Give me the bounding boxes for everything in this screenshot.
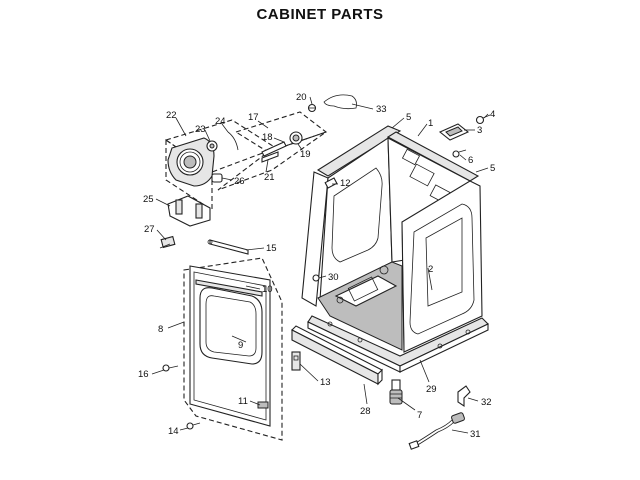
callout-n19: 19	[300, 149, 311, 160]
callout-n4: 4	[490, 109, 495, 120]
callout-n27: 27	[144, 224, 155, 235]
toe-panel-part	[291, 325, 383, 386]
callout-n28: 28	[360, 406, 371, 417]
front-panel-part	[183, 257, 283, 441]
callout-n33: 33	[376, 104, 387, 115]
callout-n32: 32	[481, 397, 492, 408]
leader-lines	[151, 96, 489, 434]
small-parts	[159, 177, 471, 450]
callout-n22: 22	[166, 110, 177, 121]
callout-n9: 9	[238, 340, 243, 351]
callout-n23: 23	[195, 124, 206, 135]
callout-n3: 3	[477, 125, 482, 136]
motor-assembly-part	[164, 119, 278, 227]
callout-n12: 12	[340, 178, 351, 189]
callout-n29: 29	[426, 384, 437, 395]
callout-n26: 26	[234, 176, 245, 187]
callout-n31: 31	[470, 429, 481, 440]
base-part	[307, 315, 489, 373]
page-title: CABINET PARTS	[256, 6, 384, 23]
callout-n13: 13	[320, 377, 331, 388]
callout-n2: 2	[428, 264, 433, 275]
callout-n10: 10	[262, 284, 273, 295]
callout-n8: 8	[158, 324, 163, 335]
callout-n21: 21	[264, 172, 275, 183]
callout-n15: 15	[266, 243, 277, 254]
callout-n11: 11	[238, 396, 248, 407]
callout-n17: 17	[248, 112, 259, 123]
callout-n1: 1	[428, 118, 433, 129]
callout-n30: 30	[328, 272, 339, 283]
callout-n6: 6	[468, 155, 473, 166]
callout-n18: 18	[262, 132, 273, 143]
callout-n14: 14	[168, 426, 179, 437]
callout-n24: 24	[215, 116, 226, 127]
callout-n7: 7	[417, 410, 422, 421]
callout-labels: 20 33 5 1 4 3 5 6 12 2 30 29 28 7 32 31 …	[138, 92, 495, 440]
cabinet-part	[301, 125, 483, 353]
callout-n25: 25	[143, 194, 154, 205]
callout-n16: 16	[138, 369, 149, 380]
callout-n5a: 5	[406, 112, 411, 123]
drum-support-part	[217, 103, 328, 191]
callout-n5b: 5	[490, 163, 495, 174]
callout-n20: 20	[296, 92, 307, 103]
top-bracket-part	[438, 114, 491, 158]
belt-part	[323, 94, 357, 110]
